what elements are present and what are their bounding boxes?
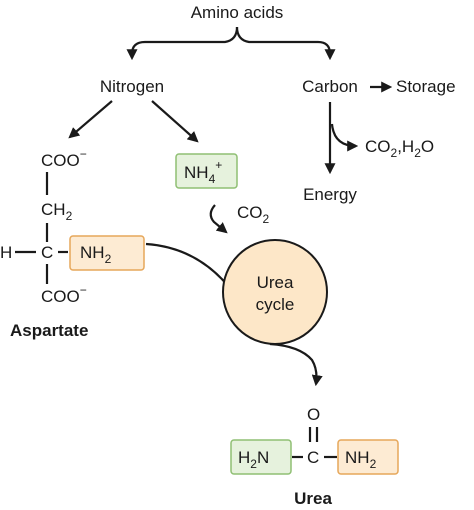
cycle-to-urea-arrow xyxy=(269,342,323,387)
coo-bottom-base: COO xyxy=(41,287,80,306)
urea-h2n: H2N xyxy=(238,448,269,471)
ch2-base: CH xyxy=(41,200,66,219)
urea-o: O xyxy=(307,405,320,424)
aspartate-nh2: NH2 xyxy=(80,243,112,266)
asp-nh2-sub: 2 xyxy=(105,252,112,266)
h2n-end: N xyxy=(257,448,269,467)
co2-h2o-label: CO2,H2O xyxy=(365,137,434,160)
h2n-sub: 2 xyxy=(250,457,257,471)
urea-cycle-line2: cycle xyxy=(256,295,295,314)
nitrogen-to-nh4-arrow xyxy=(151,100,199,143)
brace-left xyxy=(126,26,239,61)
aspartate-nh2-box xyxy=(69,235,145,271)
urea-cycle-circle xyxy=(222,239,328,345)
urea-nh2-base: NH xyxy=(345,448,370,467)
urea-label: Urea xyxy=(294,489,332,508)
nh4-base: NH xyxy=(184,163,209,182)
ch2-sub: 2 xyxy=(66,209,73,223)
aspartate-label: Aspartate xyxy=(10,321,88,340)
urea-cycle-line1: Urea xyxy=(257,273,294,292)
h2o-end: O xyxy=(421,137,434,156)
h2o-text: ,H xyxy=(397,137,414,156)
coo-top-sup: − xyxy=(80,147,87,161)
nh4-box xyxy=(175,153,238,189)
co2-in-label: CO2 xyxy=(237,203,270,226)
nh4-label: NH4+ xyxy=(184,158,222,186)
aspartate-c: C xyxy=(41,243,53,262)
co2-text: CO xyxy=(365,137,391,156)
aspartate-ch2: CH2 xyxy=(41,200,73,223)
co2-into-cycle-arrow xyxy=(209,204,228,234)
urea-nh2: NH2 xyxy=(345,448,377,471)
co2-sub: 2 xyxy=(391,146,398,160)
aspartate-coo-bottom: COO− xyxy=(41,283,87,306)
nitrogen-to-aspartate-arrow xyxy=(68,100,113,139)
co2-in-base: CO xyxy=(237,203,263,222)
nitrogen-label: Nitrogen xyxy=(100,77,164,96)
energy-label: Energy xyxy=(303,185,357,204)
h2o-sub: 2 xyxy=(414,146,421,160)
coo-bottom-sup: − xyxy=(80,283,87,297)
coo-top-base: COO xyxy=(41,151,80,170)
urea-h2n-box xyxy=(230,439,292,475)
aspartate-coo-top: COO− xyxy=(41,147,87,170)
nh4-sup: + xyxy=(215,158,222,172)
urea-nh2-box xyxy=(337,439,399,475)
carbon-label: Carbon xyxy=(302,77,358,96)
storage-label: Storage xyxy=(396,77,456,96)
brace-right xyxy=(235,26,336,61)
co2-in-sub: 2 xyxy=(263,212,270,226)
urea-nh2-sub: 2 xyxy=(370,457,377,471)
h2n-base: H xyxy=(238,448,250,467)
carbon-to-co2-arrow xyxy=(330,123,359,152)
urea-c: C xyxy=(307,448,319,467)
amino-acids-label: Amino acids xyxy=(191,3,284,22)
aspartate-h: H xyxy=(0,243,12,262)
asp-nh2-base: NH xyxy=(80,243,105,262)
nh4-sub: 4 xyxy=(209,172,216,186)
